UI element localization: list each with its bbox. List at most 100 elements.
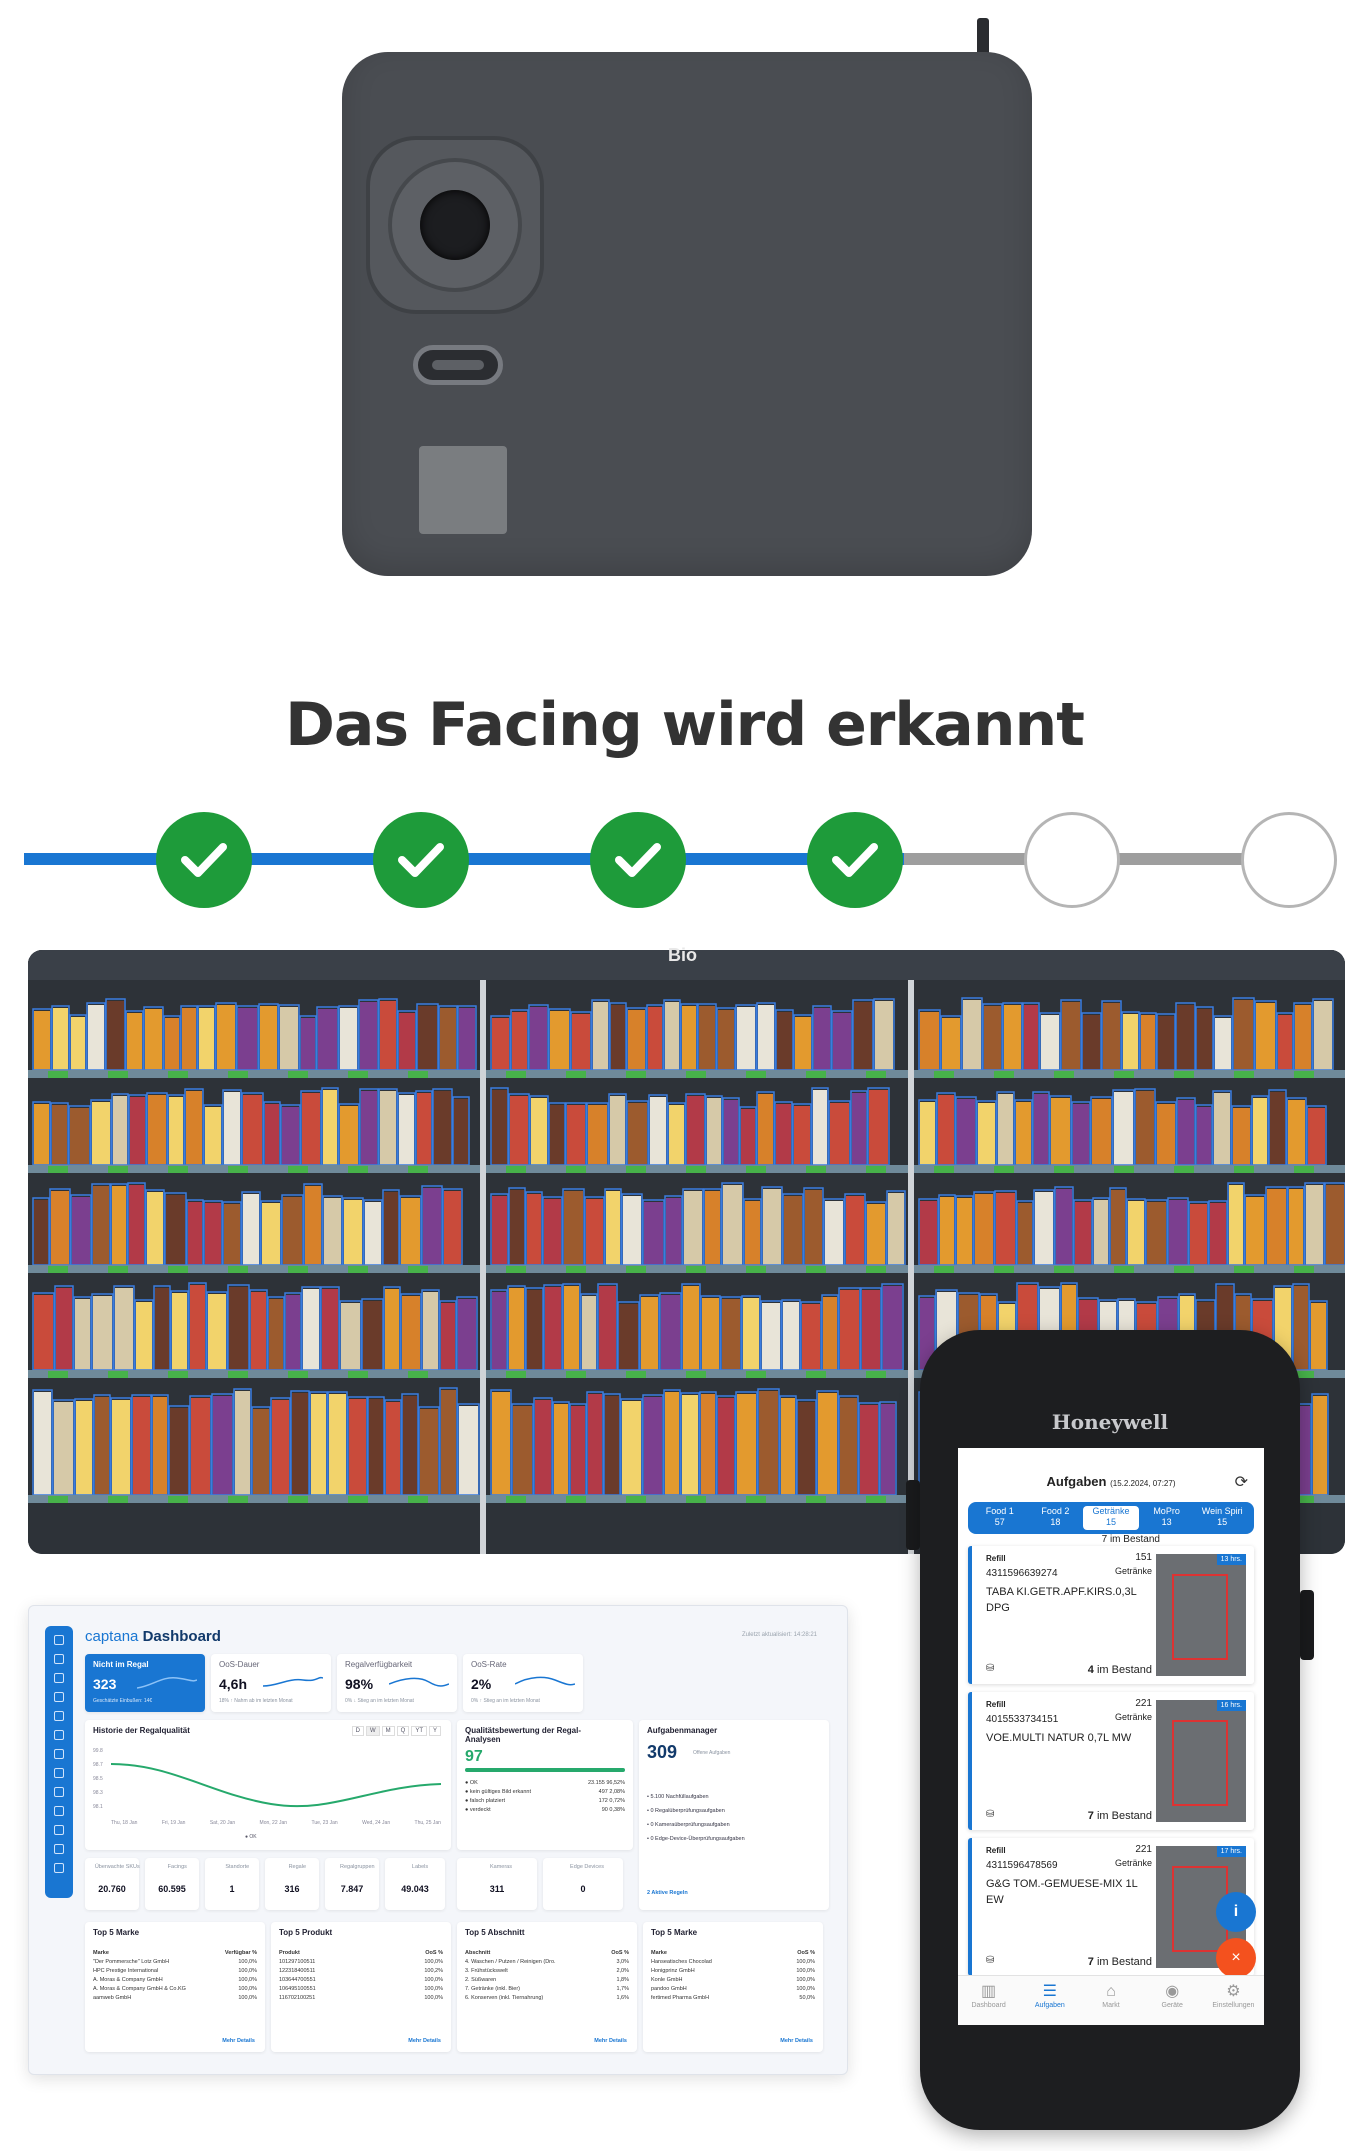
bottle xyxy=(170,1408,188,1495)
gear-icon: ⚙ xyxy=(1226,1983,1241,2000)
range-button[interactable]: YT xyxy=(411,1726,427,1736)
bottle xyxy=(166,1195,185,1265)
nav-aufgaben[interactable]: ☰Aufgaben xyxy=(1019,1976,1080,2025)
task-category: Getränke xyxy=(1114,1566,1152,1576)
price-label xyxy=(1114,1166,1134,1173)
nav-dashboard[interactable]: ▥Dashboard xyxy=(958,1976,1019,2025)
price-label xyxy=(686,1371,706,1378)
stat-value: 7.847 xyxy=(340,1884,364,1894)
price-label xyxy=(994,1266,1014,1273)
price-label xyxy=(806,1266,826,1273)
range-button[interactable]: M xyxy=(381,1726,395,1736)
bottle xyxy=(208,1294,226,1370)
bottle xyxy=(846,1196,864,1265)
bottle xyxy=(155,1288,169,1370)
usb-c-port xyxy=(413,345,503,385)
bottle xyxy=(1197,1009,1212,1070)
nav-einstellungen[interactable]: ⚙Einstellungen xyxy=(1203,1976,1264,2025)
bottle xyxy=(1190,1204,1207,1265)
antenna xyxy=(977,18,989,58)
more-details-link[interactable]: Mehr Details xyxy=(594,2038,627,2044)
bottle xyxy=(1288,1100,1305,1165)
price-label xyxy=(348,1166,368,1173)
close-fab-button[interactable]: × xyxy=(1216,1938,1256,1978)
bottle xyxy=(784,1196,802,1265)
price-label xyxy=(1054,1071,1074,1078)
checkmark-icon xyxy=(615,843,661,877)
bottle xyxy=(262,1203,280,1265)
shelf-board xyxy=(28,1265,480,1273)
bottle xyxy=(669,1105,684,1165)
more-details-link[interactable]: Mehr Details xyxy=(408,2038,441,2044)
bottle xyxy=(1075,1202,1091,1265)
range-button[interactable]: Y xyxy=(428,1726,441,1736)
task-type: Refill xyxy=(986,1700,1006,1709)
price-label xyxy=(1054,1166,1074,1173)
bottle xyxy=(737,1394,756,1495)
bottle xyxy=(1314,1001,1332,1070)
price-label xyxy=(686,1496,706,1503)
bottle xyxy=(644,1397,662,1495)
kpi-card-availability[interactable]: Regalverfügbarkeit 98% 0% ↓ Stieg an im … xyxy=(337,1654,457,1712)
info-button[interactable]: i xyxy=(1216,1892,1256,1932)
bin-icon: ⛁ xyxy=(986,1955,995,1966)
bottle xyxy=(434,1091,451,1165)
more-details-link[interactable]: Mehr Details xyxy=(780,2038,813,2044)
bottle xyxy=(95,1397,109,1495)
price-label xyxy=(1054,1266,1074,1273)
range-button[interactable]: Q xyxy=(396,1726,410,1736)
bottle xyxy=(641,1297,658,1370)
bottle xyxy=(527,1194,541,1265)
bottle xyxy=(818,1393,837,1495)
bottle xyxy=(550,1011,569,1070)
task-ean: 4311596639274 xyxy=(986,1568,1058,1579)
bottle xyxy=(978,1103,995,1165)
active-rules-link[interactable]: 2 Aktive Regeln xyxy=(647,1890,688,1896)
quality-bar xyxy=(465,1768,625,1772)
price-label xyxy=(866,1166,886,1173)
bottle xyxy=(34,1011,50,1070)
price-label xyxy=(566,1496,586,1503)
refresh-icon[interactable]: ⟳ xyxy=(1234,1474,1248,1491)
bottle xyxy=(759,1391,778,1495)
history-chart-card: Historie der Regalqualität D W M Q YT Y … xyxy=(85,1720,451,1850)
bottle xyxy=(492,1196,507,1265)
stat-value: 0 xyxy=(580,1884,586,1894)
nav-markt[interactable]: ⌂Markt xyxy=(1080,1976,1141,2025)
price-label xyxy=(108,1166,128,1173)
price-label xyxy=(934,1071,954,1078)
bottle xyxy=(403,1396,417,1495)
bottle xyxy=(920,1201,937,1265)
price-label xyxy=(348,1266,368,1273)
bottle xyxy=(360,1002,377,1070)
time-badge: 17 hrs. xyxy=(1216,1846,1246,1857)
kpi-card-oos-duration[interactable]: OoS-Dauer 4,6h 18% ↑ Nahm ab im letzten … xyxy=(211,1654,331,1712)
bottle xyxy=(129,1185,144,1265)
nav-geraete[interactable]: ◉Geräte xyxy=(1142,1976,1203,2025)
kpi-card-oos-rate[interactable]: OoS-Rate 2% 0% ↑ Stieg an im letzten Mon… xyxy=(463,1654,583,1712)
bottle xyxy=(531,1098,547,1165)
table-row: 7. Getränke (inkl. Bier)1,7% xyxy=(465,1986,629,1992)
bottle xyxy=(229,1287,248,1370)
range-button[interactable]: D xyxy=(351,1726,364,1736)
range-button[interactable]: W xyxy=(365,1726,380,1736)
kpi-card-not-in-shelf[interactable]: Nicht im Regal 323 Geschätzte Einbußen: … xyxy=(85,1654,205,1712)
price-label xyxy=(566,1071,586,1078)
more-details-link[interactable]: Mehr Details xyxy=(222,2038,255,2044)
bottle xyxy=(1051,1098,1070,1165)
bottle xyxy=(510,1190,524,1265)
